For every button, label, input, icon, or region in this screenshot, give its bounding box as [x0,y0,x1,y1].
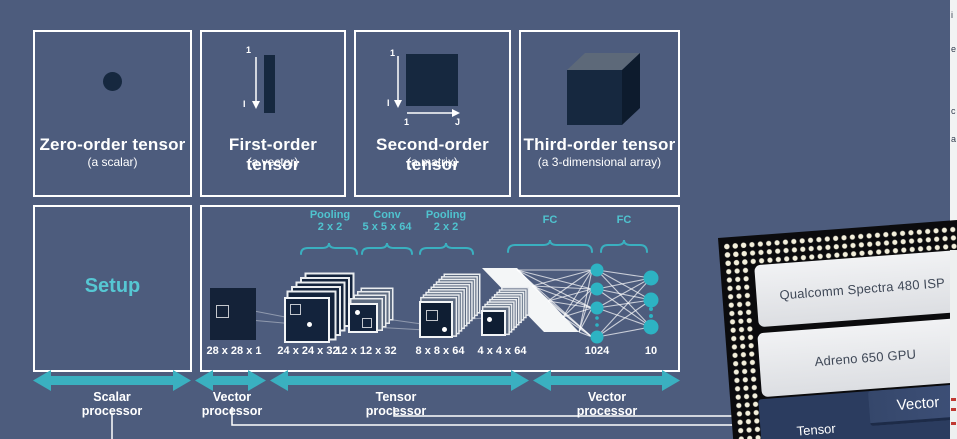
chip-vector-label: Vector [896,393,940,414]
card-subtitle: (a vector) [247,155,299,169]
setup-label: Setup [84,275,141,297]
edge-char: i [951,10,953,20]
axis-label-end: I [387,98,390,108]
feature-dot [487,317,492,322]
axis-label-start: 1 [246,45,252,55]
chip-isp-label: Qualcomm Spectra 480 ISP [778,274,946,303]
edge-char: c [951,106,956,116]
card-third-order-tensor [519,30,680,197]
size-label: 8 x 8 x 64 [415,345,465,357]
feature-dot [442,327,447,332]
size-label: 24 x 24 x 32 [277,345,339,357]
axis-label-end: J [455,117,461,127]
kernel-outline [362,318,372,328]
chip-vector-block: Vector [867,383,957,427]
feature-dot [307,322,312,327]
edge-red-mark [951,408,956,411]
layer-8x8x64 [419,301,453,338]
card-title: First-order tensor [228,135,318,174]
matrix-square-graphic [406,54,458,106]
edge-char: e [951,44,957,54]
kernel-outline [290,304,301,315]
card-title: Second-order tensor [376,135,489,174]
edge-red-mark [951,422,956,425]
size-label: 10 [644,345,658,357]
axis-label-start: 1 [390,48,396,58]
setup-box [33,205,192,372]
chip-gpu-panel: Adreno 650 GPU [757,317,957,398]
axis-label-end: I [243,99,246,109]
size-label: 28 x 28 x 1 [206,345,262,357]
size-label: 1024 [584,345,610,357]
layer-24x24x32 [284,297,330,343]
chip-gpu-label: Adreno 650 GPU [814,345,917,369]
chip-tensor-label: Tensor [796,420,837,439]
feature-dot [355,310,360,315]
snapdragon-chip-illustration: Qualcomm Spectra 480 ISP Adreno 650 GPU … [718,218,957,439]
scalar-dot-graphic [103,72,122,91]
stage-label-fc-2: FC [616,214,632,226]
card-subtitle: (a matrix) [407,155,458,169]
card-second-order-tensor [354,30,511,197]
processor-span-arrows [33,370,680,391]
card-subtitle: (a 3-dimensional array) [537,155,662,169]
next-page-edge-strip-lower [950,250,957,439]
edge-red-mark [951,398,956,401]
card-title: Third-order tensor [523,135,676,154]
edge-char: a [951,134,957,144]
layer-12x12x32 [348,303,378,333]
layer-4x4x64 [481,310,506,336]
size-label: 4 x 4 x 64 [477,345,527,357]
card-title: Zero-order tensor [39,135,186,154]
vector-bar-graphic [264,55,275,113]
stage-label-fc-1: FC [542,214,558,226]
kernel-outline [426,310,438,321]
card-subtitle: (a scalar) [87,155,138,169]
card-first-order-tensor [200,30,346,197]
layer-28x28x1 [210,288,256,340]
size-label: 12 x 12 x 32 [335,345,397,357]
card-zero-order-tensor [33,30,192,197]
network-box [200,205,680,372]
axis-label-start: 1 [404,117,410,127]
kernel-outline [216,305,229,318]
